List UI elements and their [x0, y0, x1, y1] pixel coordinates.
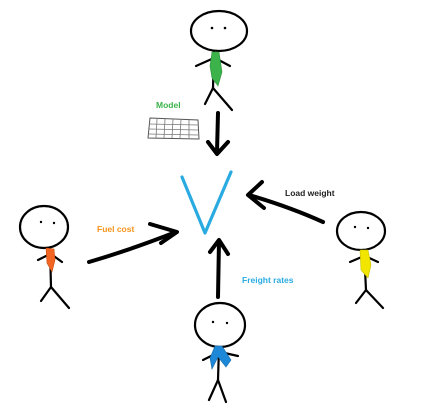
- label-load-weight: Load weight: [285, 188, 335, 198]
- label-fuel-cost: Fuel cost: [97, 224, 134, 234]
- stick-figure-top: [189, 9, 249, 112]
- tie-top: [209, 51, 223, 87]
- tie-left: [45, 247, 56, 273]
- arrow-model: [206, 111, 230, 156]
- label-model: Model: [156, 100, 181, 110]
- tie-bottom: [209, 345, 232, 370]
- stick-figure-right: [335, 210, 387, 310]
- tie-right: [359, 249, 372, 279]
- center-v: [180, 170, 233, 235]
- arrow-freight-rates: [208, 238, 230, 299]
- stick-figure-left: [18, 204, 71, 310]
- stick-figure-bottom: [193, 301, 247, 404]
- spreadsheet-icon: [147, 117, 200, 140]
- label-freight-rates: Freight rates: [242, 275, 294, 285]
- arrow-fuel-cost: [87, 222, 179, 264]
- arrow-load-weight: [246, 180, 325, 224]
